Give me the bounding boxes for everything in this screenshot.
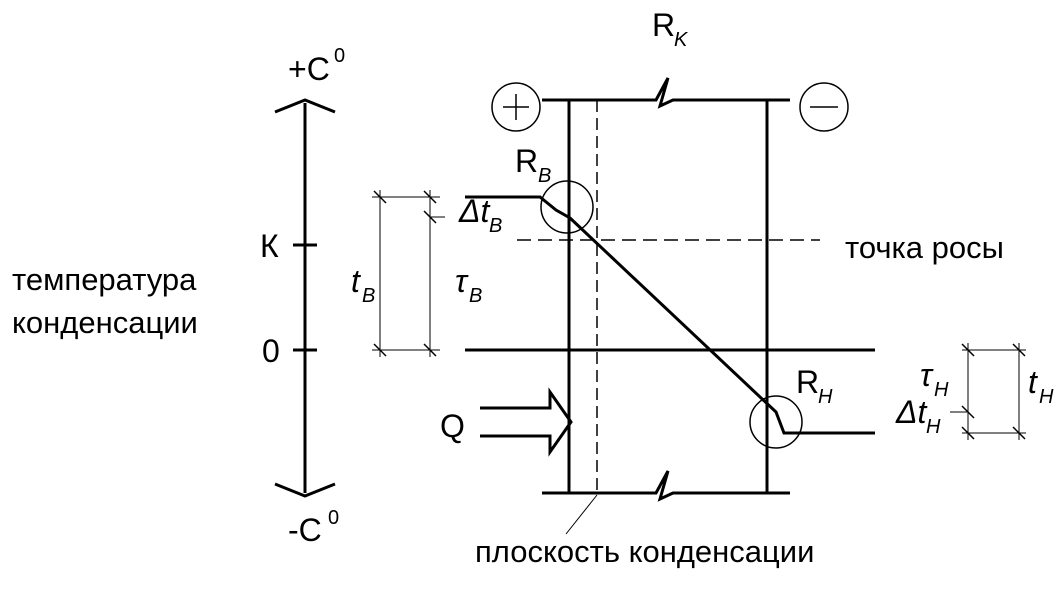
- dt-b-label: Δt: [458, 193, 490, 229]
- condensation-temperature-line1: температура: [12, 262, 197, 297]
- axis-arrow-up-icon: [274, 98, 336, 114]
- tau-b-subscript: B: [469, 285, 482, 307]
- axis-bottom-sup: 0: [328, 507, 339, 529]
- axis-top-label: +C: [288, 51, 330, 87]
- dew-point-label: точка росы: [845, 230, 1004, 265]
- t-h-label: t: [1028, 364, 1038, 400]
- rh-label: R: [796, 364, 819, 400]
- tau-h-subscript: H: [934, 379, 949, 401]
- dt-b-subscript: B: [489, 215, 502, 237]
- axis-bottom-label: -C: [288, 512, 322, 548]
- minus-sign-icon: [799, 82, 849, 132]
- condensation-temperature-line2: конденсации: [12, 305, 198, 340]
- inner-dimensions: [372, 190, 445, 357]
- wall-top-break: [542, 77, 790, 109]
- rk-subscript: K: [674, 29, 689, 51]
- rh-subscript: H: [818, 386, 833, 408]
- t-b-label: t: [351, 263, 361, 299]
- tau-b-label: τ: [455, 263, 469, 299]
- wall: [542, 77, 790, 502]
- temperature-axis: [274, 98, 336, 498]
- axis-top-sup: 0: [334, 45, 345, 67]
- tau-h-label: τ: [920, 357, 934, 393]
- wall-bottom-break: [542, 470, 790, 502]
- condensation-plane-label: плоскость конденсации: [475, 534, 814, 569]
- rh-resistance-circle: [749, 395, 803, 449]
- heat-flow-label: Q: [440, 408, 465, 444]
- axis-k-label: К: [260, 228, 279, 264]
- temperature-profile-line: [465, 195, 875, 435]
- axis-arrow-down-icon: [274, 482, 336, 498]
- axis-zero-label: 0: [262, 333, 280, 369]
- t-h-subscript: H: [1039, 386, 1054, 408]
- heat-flow-arrow-icon: [480, 387, 573, 457]
- rb-resistance-circle: [540, 180, 594, 234]
- rb-label: R: [515, 143, 538, 179]
- plus-sign-icon: [491, 82, 541, 132]
- t-b-subscript: B: [362, 285, 375, 307]
- outer-dimensions: [950, 343, 1026, 440]
- rk-label: R: [652, 7, 675, 43]
- dt-h-label: Δt: [895, 394, 927, 430]
- rb-subscript: B: [538, 165, 551, 187]
- condensation-plane-leader: [565, 494, 598, 535]
- dt-h-subscript: H: [926, 416, 941, 438]
